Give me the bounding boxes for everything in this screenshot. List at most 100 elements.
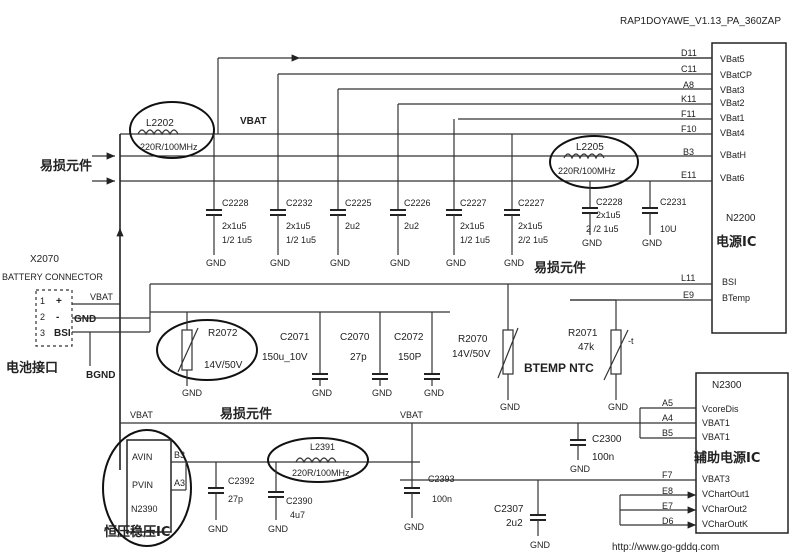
cap-ref: C2231 bbox=[660, 197, 687, 207]
n2300-pin-net: VBAT3 bbox=[702, 474, 730, 484]
n2200-pin-id: E11 bbox=[681, 170, 696, 180]
cap-value: 1/2 1u5 bbox=[460, 235, 490, 245]
cap-ref: C2228 bbox=[222, 198, 249, 208]
r2072-value: 14V/50V bbox=[204, 360, 243, 371]
gnd-label: GND bbox=[268, 524, 289, 534]
l2202-value: 220R/100MHz bbox=[140, 142, 198, 152]
n2300-pin-id: E7 bbox=[662, 501, 673, 511]
cap-value: 2x1u5 bbox=[596, 210, 621, 220]
cap-value: 2u2 bbox=[404, 221, 419, 231]
reg-ref: N2390 bbox=[131, 504, 158, 514]
cap-value: 10U bbox=[660, 224, 677, 234]
connector-pin: 1 bbox=[40, 296, 45, 306]
n2300-chip bbox=[695, 372, 789, 534]
btemp-ntc-label: BTEMP NTC bbox=[524, 361, 594, 375]
inductor-icon bbox=[137, 129, 179, 136]
inductor-icon bbox=[563, 153, 605, 160]
n2200-pin-net: BSI bbox=[722, 277, 737, 287]
n2300-pin-id: E8 bbox=[662, 486, 673, 496]
n2200-desc: 电源IC bbox=[716, 234, 756, 250]
gnd-label: GND bbox=[642, 238, 663, 248]
n2300-pin-net: VcoreDis bbox=[702, 404, 739, 414]
c2072-value: 150P bbox=[398, 352, 422, 363]
warning-label: 易损元件 bbox=[220, 406, 272, 422]
n2200-pin-id: F11 bbox=[681, 109, 696, 119]
reg-desc: 恒压稳压IC bbox=[104, 524, 170, 540]
c2071-value: 150u_10V bbox=[262, 352, 308, 363]
c2072-ref: C2072 bbox=[394, 332, 424, 343]
warning-oval bbox=[156, 319, 258, 381]
gnd-label: GND bbox=[500, 402, 521, 412]
n2200-pin-id: A8 bbox=[683, 80, 694, 90]
connector-plus: + bbox=[56, 296, 62, 307]
n2200-pin-id: K11 bbox=[681, 94, 696, 104]
r2070-ref: R2070 bbox=[458, 334, 488, 345]
l2205-value: 220R/100MHz bbox=[558, 166, 616, 176]
varistor-icon bbox=[181, 329, 193, 371]
gnd-label: GND bbox=[608, 402, 629, 412]
n2200-pin-net: VBatH bbox=[720, 150, 746, 160]
reg-pin-id: B3 bbox=[174, 450, 185, 460]
connector-name: BATTERY CONNECTOR bbox=[2, 272, 103, 282]
thermistor-icon bbox=[610, 329, 622, 375]
cap-value: 2 /2 1u5 bbox=[586, 224, 619, 234]
cap-value: 1/2 1u5 bbox=[222, 235, 252, 245]
n2200-pin-net: VBat6 bbox=[720, 173, 745, 183]
cap-ref: C2227 bbox=[460, 198, 487, 208]
c2071-ref: C2071 bbox=[280, 332, 310, 343]
reg-pin-id: A3 bbox=[174, 478, 185, 488]
n2300-pin-net: VBAT1 bbox=[702, 418, 730, 428]
gnd-label: GND bbox=[312, 388, 333, 398]
n2200-pin-id: C11 bbox=[681, 64, 697, 74]
n2300-pin-net: VCharOutK bbox=[702, 519, 748, 529]
n2200-chip bbox=[711, 42, 787, 334]
n2200-pin-net: VBat2 bbox=[720, 98, 745, 108]
n2300-pin-id: A4 bbox=[662, 413, 673, 423]
gnd-label: GND bbox=[390, 258, 411, 268]
n2300-pin-net: VBAT1 bbox=[702, 432, 730, 442]
c2070-value: 27p bbox=[350, 352, 367, 363]
cap-value: 2x1u5 bbox=[518, 221, 543, 231]
n2300-pin-net: VChartOut1 bbox=[702, 489, 750, 499]
n2300-desc: 辅助电源IC bbox=[694, 450, 760, 466]
c2393-value: 100n bbox=[432, 494, 452, 504]
gnd-label: GND bbox=[446, 258, 467, 268]
gnd-label: GND bbox=[504, 258, 525, 268]
l2391-ref: L2391 bbox=[310, 442, 335, 452]
r2071-value: 47k bbox=[578, 342, 595, 353]
warning-oval bbox=[267, 437, 369, 483]
n2200-pin-net: VBat1 bbox=[720, 113, 745, 123]
gnd-label: GND bbox=[206, 258, 227, 268]
battery-connector bbox=[35, 289, 73, 347]
n2200-pin-id: E9 bbox=[683, 290, 694, 300]
cap-value: 2x1u5 bbox=[460, 221, 485, 231]
connector-minus: - bbox=[56, 312, 59, 323]
n2200-pin-id: F10 bbox=[681, 124, 697, 134]
r2071-ref: R2071 bbox=[568, 328, 598, 339]
r2072-ref: R2072 bbox=[208, 328, 238, 339]
n2200-pin-net: VBat3 bbox=[720, 85, 745, 95]
cap-ref: C2232 bbox=[286, 198, 313, 208]
n2300-pin-id: F7 bbox=[662, 470, 673, 480]
inductor-icon bbox=[295, 457, 337, 464]
vbat-label: VBAT bbox=[90, 292, 113, 302]
n2200-ref: N2200 bbox=[726, 213, 756, 224]
n2200-pin-id: L11 bbox=[681, 273, 695, 283]
n2390-chip bbox=[126, 439, 172, 533]
n2200-pin-net: VBat5 bbox=[720, 54, 745, 64]
l2202-ref: L2202 bbox=[146, 118, 174, 129]
gnd-label: GND bbox=[424, 388, 445, 398]
c2393-ref: C2393 bbox=[428, 474, 455, 484]
bgnd-label: BGND bbox=[86, 370, 115, 381]
n2300-ref: N2300 bbox=[712, 380, 742, 391]
c2300-value: 100n bbox=[592, 452, 614, 463]
connector-pin: 2 bbox=[40, 312, 45, 322]
cap-value: 2x1u5 bbox=[286, 221, 311, 231]
c2390-ref: C2390 bbox=[286, 496, 313, 506]
c2392-ref: C2392 bbox=[228, 476, 255, 486]
c2300-ref: C2300 bbox=[592, 434, 622, 445]
cap-value: 2u2 bbox=[345, 221, 360, 231]
warning-oval bbox=[549, 135, 639, 189]
n2300-pin-id: A5 bbox=[662, 398, 673, 408]
